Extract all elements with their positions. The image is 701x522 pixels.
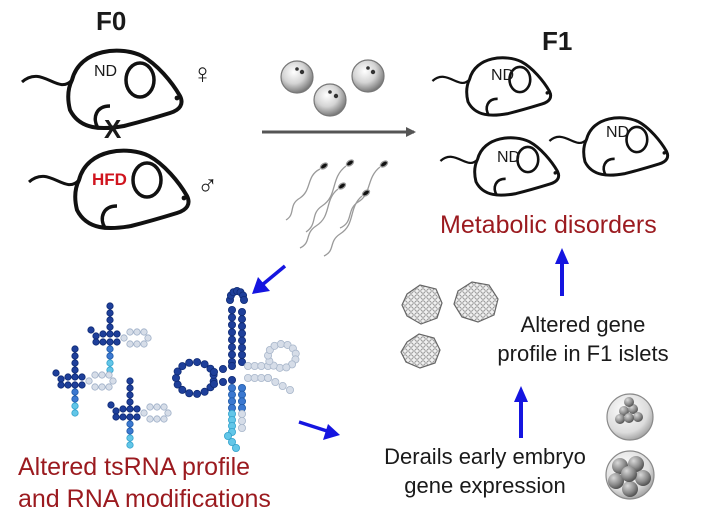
blue-arrow [252,264,287,294]
islet-icon [400,333,441,369]
islets-label: Altered gene profile in F1 islets [468,310,698,368]
islet-icon [401,284,443,325]
embryo-label-line: Derails early embryo [384,444,586,469]
embryo-label: Derails early embryo gene expression [365,442,605,500]
islet-icon [453,281,499,323]
f1-label: F1 [542,26,573,56]
sperm-icon [285,159,389,257]
cross-symbol: X [104,114,122,144]
trna-structure-icon [171,286,300,452]
tsrna-label-line: Altered tsRNA profile [18,453,251,481]
blue-arrow [514,386,528,438]
blue-arrow [298,420,340,440]
offspring-diet-label: ND [491,67,515,84]
tsrna-label: Altered tsRNA profile and RNA modificati… [18,451,271,515]
male-diet-label: HFD [92,170,127,189]
trna-structure-icon [87,302,152,374]
offspring-diet-label: ND [606,124,630,141]
embryo-icon [605,450,655,500]
offspring-diet-label: ND [497,149,521,166]
oocyte-icon [351,59,385,93]
embryo-label-line: gene expression [404,473,566,498]
f0-label: F0 [96,6,127,36]
female-symbol: ♀ [192,58,213,89]
female-diet-label: ND [94,63,118,80]
tsrna-label-line: and RNA modifications [18,485,271,513]
oocyte-icon [280,60,314,94]
trna-structure-icon [107,377,172,449]
outcome-label: Metabolic disorders [440,211,657,239]
islets-label-line: profile in F1 islets [497,341,669,366]
oocyte-icon [313,83,347,117]
blue-arrow [555,248,569,296]
embryo-icon [606,393,654,441]
islets-label-line: Altered gene [520,312,646,337]
male-symbol: ♂ [197,170,218,201]
